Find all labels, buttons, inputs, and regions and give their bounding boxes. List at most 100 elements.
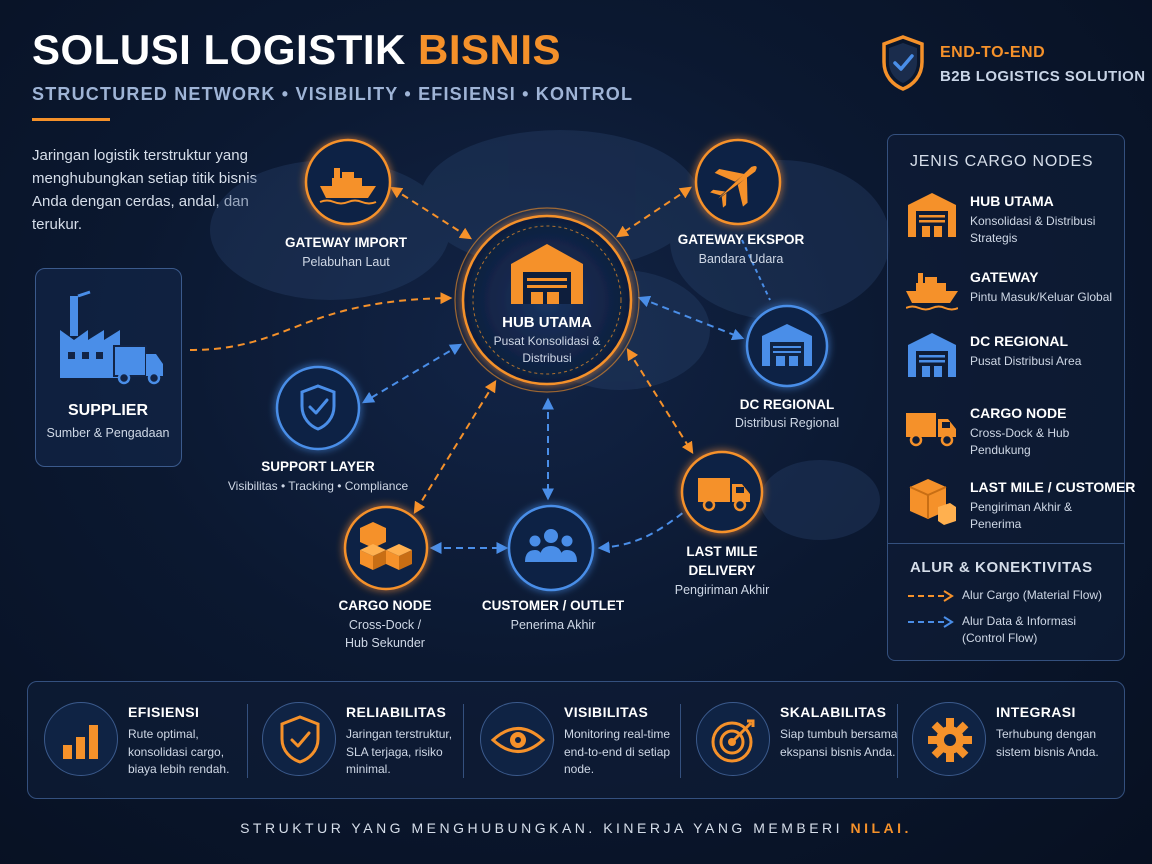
dc-regional-node [745, 304, 829, 388]
benefit-reliabilitas: RELIABILITAS Jaringan terstruktur, SLA t… [246, 682, 464, 800]
target-icon [711, 719, 755, 763]
flow-ekspor-dc [741, 239, 771, 301]
legend-item-cargo: CARGO NODE Cross-Dock & Hub Pendukung [906, 403, 1121, 463]
page-title: SOLUSI LOGISTIK BISNIS [32, 26, 561, 74]
customer-title: CUSTOMER / OUTLET [482, 598, 625, 613]
shield-check-icon [882, 35, 924, 91]
flow-label: Alur Data & Informasi (Control Flow) [962, 614, 1077, 645]
flow-hub-dc [637, 295, 745, 341]
gateway-import-node [304, 138, 392, 226]
warehouse-icon [908, 333, 956, 377]
shield-check-icon [300, 384, 336, 431]
gateway-ekspor-sub: Bandara Udara [699, 252, 784, 266]
hub-sub: Pusat Konsolidasi & Distribusi [493, 334, 601, 365]
page-subtitle: STRUCTURED NETWORK • VISIBILITY • EFISIE… [32, 84, 634, 104]
legend-item-name: DC REGIONAL [970, 333, 1068, 349]
legend-item-name: LAST MILE / CUSTOMER [970, 479, 1136, 495]
support-layer-node [275, 365, 361, 451]
dashed-arrow-icon [908, 616, 954, 628]
title-main: SOLUSI LOGISTIK [32, 26, 419, 73]
legend-item-desc: Pusat Distribusi Area [970, 354, 1082, 368]
customer-node [507, 504, 595, 592]
connection-lines [189, 186, 771, 554]
flow-hub-cargo [413, 379, 497, 515]
flow-legend-title: ALUR & KONEKTIVITAS [910, 559, 1093, 576]
eye-icon [490, 727, 546, 753]
cargo-node-node [343, 505, 429, 591]
benefit-desc: Jaringan terstruktur, SLA terjaga, risik… [346, 727, 453, 776]
intro-text: Jaringan logistik terstruktur yang mengh… [32, 147, 258, 233]
cargo-node-title: CARGO NODE [338, 598, 431, 613]
benefit-icon-circle [262, 702, 336, 776]
benefit-divider [897, 704, 898, 778]
gateway-import-title: GATEWAY IMPORT [285, 235, 408, 250]
last-mile-node [680, 450, 764, 534]
support-title: SUPPORT LAYER [261, 459, 375, 474]
benefit-title: EFISIENSI [128, 704, 200, 720]
benefit-integrasi: INTEGRASI Terhubung dengan sistem bisnis… [896, 682, 1114, 800]
benefit-icon-circle [912, 702, 986, 776]
shield-check-icon [280, 715, 320, 764]
benefit-desc: Terhubung dengan sistem bisnis Anda. [996, 727, 1099, 759]
cargo-node-sub-l1: Cross-Dock / [349, 618, 422, 632]
ship-icon [906, 273, 958, 311]
benefit-efisiensi: EFISIENSI Rute optimal, konsolidasi carg… [28, 682, 246, 800]
airplane-icon [710, 166, 757, 208]
gateway-ekspor-node [694, 138, 782, 226]
dc-regional-sub: Distribusi Regional [735, 416, 839, 430]
warehouse-icon [908, 193, 956, 237]
warehouse-icon [762, 324, 812, 366]
gateway-import-sub: Pelabuhan Laut [302, 255, 390, 269]
legend-item-hub: HUB UTAMA Konsolidasi & Distribusi Strat… [906, 191, 1121, 251]
benefit-skalabilitas: SKALABILITAS Siap tumbuh bersama ekspans… [680, 682, 898, 800]
last-mile-title-l1: LAST MILE [686, 544, 757, 559]
benefit-divider [463, 704, 464, 778]
flow-hub-support [361, 343, 463, 404]
benefit-title: SKALABILITAS [780, 704, 887, 720]
legend-title: JENIS CARGO NODES [910, 153, 1094, 170]
title-underline [32, 118, 110, 121]
dashed-arrow-icon [908, 590, 954, 602]
flow-customer-lastmile [597, 511, 685, 554]
flow-hub-lastmile [626, 347, 694, 455]
hub-sub-wrap: Pusat Konsolidasi & Distribusi [493, 334, 601, 365]
legend-item-desc: Konsolidasi & Distribusi Strategis [970, 214, 1096, 245]
badge-line1: END-TO-END [940, 44, 1046, 61]
boxes-icon [360, 522, 412, 570]
benefit-icon-circle [480, 702, 554, 776]
supplier-sub: Sumber & Pengadaan [46, 426, 169, 440]
legend-item-name: GATEWAY [970, 269, 1039, 285]
footer-tagline: STRUKTUR YANG MENGHUBUNGKAN. KINERJA YAN… [0, 820, 1152, 836]
benefit-title: RELIABILITAS [346, 704, 447, 720]
gear-icon [928, 718, 972, 762]
legend-item-gateway: GATEWAY Pintu Masuk/Keluar Global [906, 267, 1121, 327]
benefit-divider [680, 704, 681, 778]
truck-icon [698, 478, 750, 512]
benefit-desc: Rute optimal, konsolidasi cargo, biaya l… [128, 727, 230, 776]
bar-chart-icon [63, 725, 98, 759]
legend-item-desc: Pengiriman Akhir & Penerima [970, 500, 1073, 531]
hub-title: HUB UTAMA [502, 314, 592, 331]
flow-supplier-hub [189, 292, 453, 351]
last-mile-sub: Pengiriman Akhir [675, 583, 770, 597]
ship-icon [319, 168, 377, 205]
warehouse-icon [511, 244, 583, 304]
customer-sub: Penerima Akhir [511, 618, 596, 632]
benefits-bar: EFISIENSI Rute optimal, konsolidasi carg… [27, 681, 1125, 799]
gateway-ekspor-title: GATEWAY EKSPOR [678, 232, 805, 247]
boxes-icon [909, 479, 956, 525]
benefit-desc: Siap tumbuh bersama ekspansi bisnis Anda… [780, 727, 898, 759]
factory-truck-icon [60, 290, 163, 385]
legend-item-desc: Cross-Dock & Hub Pendukung [970, 426, 1070, 457]
benefit-divider [247, 704, 248, 778]
benefit-title: VISIBILITAS [564, 704, 649, 720]
cargo-node-sub-l2: Hub Sekunder [345, 636, 425, 650]
legend-item-desc: Pintu Masuk/Keluar Global [970, 290, 1113, 304]
benefit-icon-circle [44, 702, 118, 776]
legend-item-name: HUB UTAMA [970, 193, 1054, 209]
benefit-icon-circle [696, 702, 770, 776]
dc-regional-title: DC REGIONAL [740, 397, 835, 412]
benefit-title: INTEGRASI [996, 704, 1076, 720]
badge-line2: B2B LOGISTICS SOLUTION [940, 68, 1146, 85]
benefit-desc: Monitoring real-time end-to-end di setia… [564, 727, 671, 776]
